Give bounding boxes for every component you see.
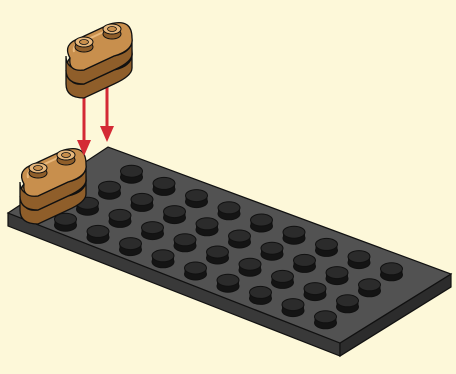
plate-stud: [153, 177, 175, 195]
plate-stud: [120, 238, 142, 256]
plate-stud: [251, 214, 273, 232]
plate-stud: [196, 218, 218, 236]
plate-stud: [131, 193, 153, 211]
plate-stud: [250, 286, 272, 304]
plate-stud: [326, 267, 348, 285]
plate-stud: [164, 206, 186, 224]
brick-stud: [75, 37, 93, 52]
plate-stud: [99, 181, 121, 199]
plate-stud: [218, 202, 240, 220]
plate-stud: [217, 274, 239, 292]
plate-stud: [359, 279, 381, 297]
plate-stud: [152, 250, 174, 268]
plate-stud: [142, 222, 164, 240]
brick-stud: [29, 163, 47, 178]
plate-stud: [174, 234, 196, 252]
plate-stud: [239, 258, 261, 276]
plate-stud: [315, 311, 337, 329]
plate-stud: [109, 209, 131, 227]
plate-stud: [55, 213, 77, 231]
plate-stud: [316, 238, 338, 256]
brick-stud: [103, 24, 121, 39]
plate-stud: [282, 299, 304, 317]
plate-stud: [87, 225, 109, 243]
plate-stud: [261, 242, 283, 260]
plate-stud: [186, 190, 208, 208]
plate-stud: [381, 263, 403, 281]
plate-stud: [283, 226, 305, 244]
plate-stud: [185, 262, 207, 280]
plate-stud: [294, 254, 316, 272]
plate-stud: [121, 165, 143, 183]
plate-stud: [272, 270, 294, 288]
plate-stud: [304, 283, 326, 301]
plate-stud: [207, 246, 229, 264]
plate-stud: [348, 251, 370, 269]
plate-stud: [337, 295, 359, 313]
plate-stud: [229, 230, 251, 248]
brick-stud: [57, 150, 75, 165]
